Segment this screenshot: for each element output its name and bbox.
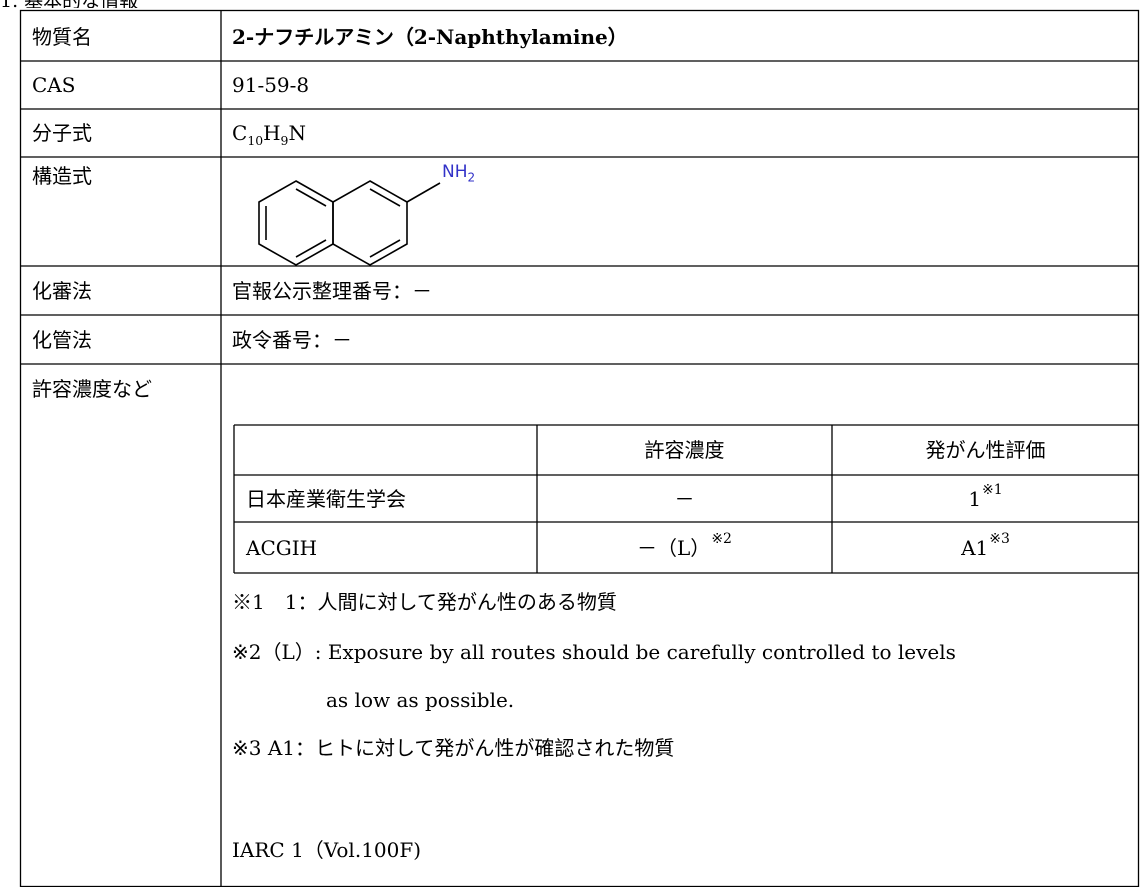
label-kakan-law: 化管法 xyxy=(32,327,92,352)
note-2-line-2: as low as possible. xyxy=(326,688,515,712)
value-kashin-law: 官報公示整理番号：－ xyxy=(232,278,432,303)
nh2-label: NH2 xyxy=(442,162,476,185)
label-exposure-limits: 許容濃度など xyxy=(32,376,152,401)
value-molecular-formula: C10H9N xyxy=(232,121,306,148)
label-cas: CAS xyxy=(32,73,76,97)
header-carcinogenicity: 発がん性評価 xyxy=(925,438,1046,462)
jsoh-carcinogenicity: 1※1 xyxy=(968,482,1003,511)
section-heading: 1. 基本的な情報 xyxy=(0,0,260,8)
note-3: ※3 A1：ヒトに対して発がん性が確認された物質 xyxy=(232,736,675,760)
note-2-line-1: ※2（L）: Exposure by all routes should be … xyxy=(232,640,956,664)
label-kashin-law: 化審法 xyxy=(32,278,92,303)
org-acgih: ACGIH xyxy=(246,535,318,560)
iarc-classification: IARC 1（Vol.100F) xyxy=(232,838,422,862)
acgih-carcinogenicity: A1※3 xyxy=(961,531,1010,560)
value-substance-name: 2-ナフチルアミン（2-Naphthylamine） xyxy=(232,25,628,49)
naphthylamine-structure-image: NH2 xyxy=(240,160,520,271)
header-exposure-limit: 許容濃度 xyxy=(644,438,725,462)
acgih-exposure-limit: －（L）※2 xyxy=(637,531,732,560)
jsoh-exposure-limit: － xyxy=(674,486,695,511)
note-1: ※1 1：人間に対して発がん性のある物質 xyxy=(232,590,617,614)
value-kakan-law: 政令番号：－ xyxy=(232,327,352,352)
label-molecular-formula: 分子式 xyxy=(32,121,92,145)
org-jsoh: 日本産業衛生学会 xyxy=(246,486,406,511)
label-substance-name: 物質名 xyxy=(32,25,92,49)
label-structural-formula: 構造式 xyxy=(32,164,92,188)
value-cas: 91-59-8 xyxy=(232,73,310,97)
